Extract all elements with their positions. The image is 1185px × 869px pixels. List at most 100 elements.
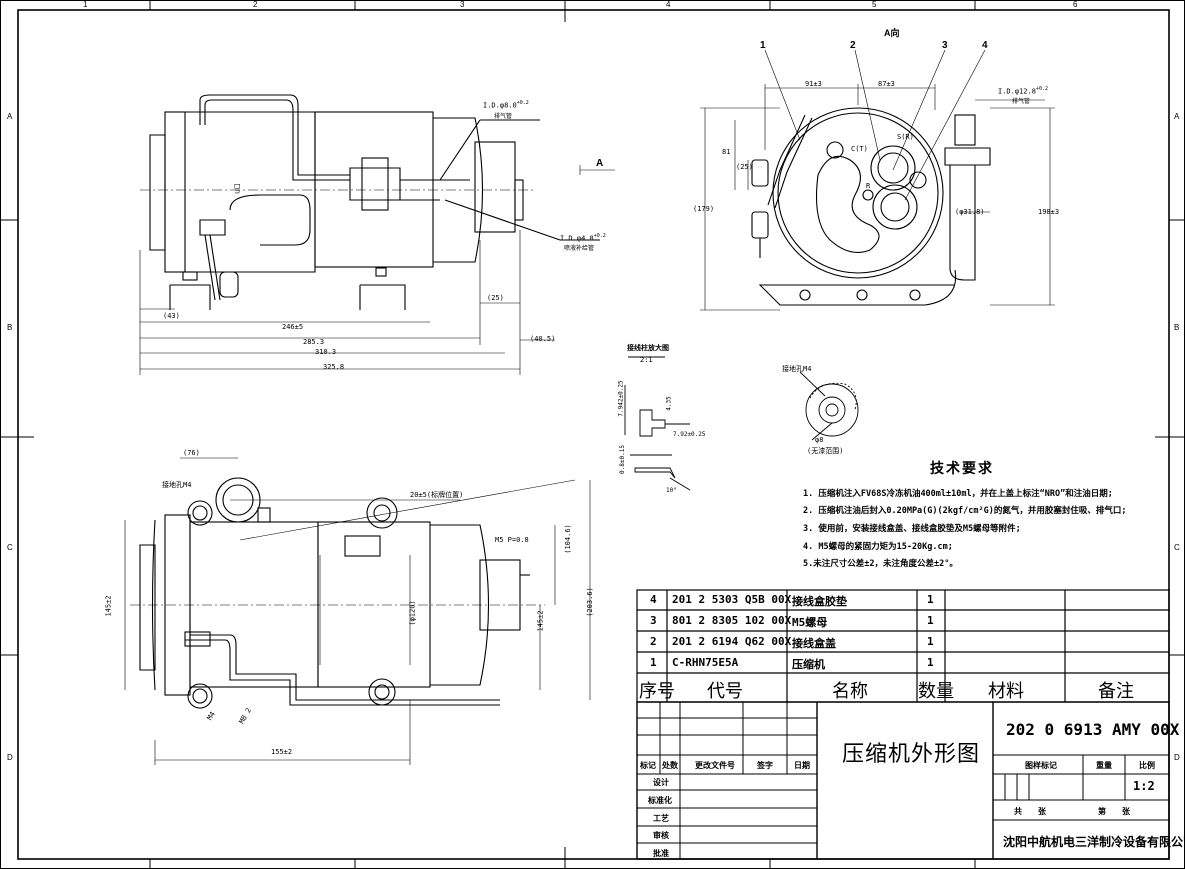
rev-sign: 签字 <box>757 761 773 770</box>
ground-detail-label: 接地孔M4 <box>782 365 812 373</box>
row-d-right: D <box>1174 753 1180 762</box>
dim-87: 87±3 <box>878 80 895 88</box>
terminal-r: R <box>866 182 871 190</box>
thread-m5: M5 P=0.8 <box>495 536 529 544</box>
role-approve: 批准 <box>653 849 669 858</box>
dim-246: 246±5 <box>282 323 304 331</box>
process-label: 喷液补给管 <box>564 245 595 252</box>
dim-145-right: 145±2 <box>536 610 545 632</box>
bom-no: 3 <box>650 614 657 627</box>
inner-border <box>17 9 1170 860</box>
bom-header-code: 代号 <box>707 681 743 702</box>
col-4: 4 <box>666 0 671 9</box>
bom-qty: 1 <box>927 614 934 627</box>
bom-qty: 1 <box>927 635 934 648</box>
dim-25: (25) <box>736 163 753 171</box>
nameplate-dim: 20±5(标牌位置) <box>410 491 464 499</box>
dim-198: 198±3 <box>1038 208 1060 216</box>
col-2: 2 <box>253 0 258 9</box>
tech-title: 技术要求 <box>930 461 994 477</box>
bom-no: 2 <box>650 635 657 648</box>
dim-phi31: (φ31.8) <box>955 208 985 216</box>
dim-155: 155±2 <box>271 748 293 756</box>
dim-91: 91±3 <box>805 80 822 88</box>
dim-285: 285.3 <box>303 338 325 346</box>
company-name: 沈阳中航机电三洋制冷设备有限公司 <box>1003 835 1185 849</box>
scale-value: 1:2 <box>1133 779 1155 793</box>
dim-203: (203.6) <box>585 587 594 617</box>
bom-name: 压缩机 <box>792 658 825 671</box>
td-dim-4: 0.8±0.15 <box>618 445 626 474</box>
tech-item-1: 1. 压缩机注入FV68S冷冻机油400ml±10ml，并在上盖上标注“NRO”… <box>803 489 1113 499</box>
ground-detail <box>799 371 859 441</box>
front-view <box>140 94 600 310</box>
tech-item-5: 5.未注尺寸公差±2，未注角度公差±2°。 <box>803 559 958 569</box>
stage-mark: 图样标记 <box>1025 761 1057 770</box>
a-view-title: A向 <box>884 28 900 38</box>
u-port-label: U口 <box>234 183 242 194</box>
dim-325: 325.8 <box>323 363 345 371</box>
ground-detail-range: (无漆范围) <box>807 447 844 455</box>
ground-hole-label: 接地孔M4 <box>162 481 192 489</box>
scale-label: 比例 <box>1139 761 1155 770</box>
role-standard: 标准化 <box>648 796 672 805</box>
col-5: 5 <box>872 0 877 9</box>
dim-76: (76) <box>183 449 200 457</box>
bom-no: 1 <box>650 656 657 669</box>
dim-179: (179) <box>693 205 715 213</box>
td-dim-5: 10° <box>666 487 677 494</box>
col-1: 1 <box>83 0 88 9</box>
bom-name: 接线盒胶垫 <box>792 595 847 608</box>
view-arrow-a: A <box>596 158 604 169</box>
bom-no: 4 <box>650 593 657 606</box>
title-block-grid <box>636 701 1170 860</box>
bom-code: 801 2 8305 102 00X <box>672 614 792 627</box>
part-3: 3 <box>942 40 948 51</box>
row-a-right: A <box>1174 112 1180 121</box>
role-design: 设计 <box>653 778 669 787</box>
role-process: 工艺 <box>653 814 669 823</box>
col-3: 3 <box>460 0 465 9</box>
rev-doc: 更改文件号 <box>695 761 735 770</box>
bom-header-name: 名称 <box>832 681 868 702</box>
bom-name: M5螺母 <box>792 616 828 629</box>
part-2: 2 <box>850 40 856 51</box>
dim-145-left: 145±2 <box>104 595 113 617</box>
bom-header-no: 序号 <box>639 681 675 702</box>
bom-qty: 1 <box>927 593 934 606</box>
ground-detail-phi: φ8 <box>815 436 824 444</box>
terminal-s: S(R) <box>897 133 914 141</box>
weight-label: 重量 <box>1096 761 1112 770</box>
front-dimensions <box>139 165 615 375</box>
sheet-number: 第 张 <box>1098 807 1130 816</box>
tech-item-4: 4. M5螺母的紧固力矩为15-20Kg.cm; <box>803 542 953 552</box>
part-1: 1 <box>760 40 766 51</box>
discharge-label: 排气管 <box>1012 98 1031 105</box>
top-view <box>124 457 591 765</box>
terminal-detail <box>624 356 691 491</box>
process-note: I.D.φ4.8+0.2 <box>560 233 606 243</box>
bom-name: 接线盒盖 <box>792 637 836 650</box>
bom-header-qty: 数量 <box>918 681 954 702</box>
part-4: 4 <box>982 40 988 51</box>
dim-phi120: (φ120) <box>408 600 417 626</box>
td-dim-2: 4.35 <box>665 396 673 411</box>
bom-qty: 1 <box>927 656 934 669</box>
row-b-left: B <box>7 323 13 332</box>
col-6: 6 <box>1073 0 1078 9</box>
rev-zone: 处数 <box>662 761 678 770</box>
row-d-left: D <box>7 753 13 762</box>
sheets-total: 共 张 <box>1014 807 1046 816</box>
terminal-c: C(T) <box>851 145 868 153</box>
dim-43: (43) <box>163 312 180 320</box>
bom-code: 201 2 5303 Q5B 00X <box>672 593 792 606</box>
bom-header-remark: 备注 <box>1098 681 1134 702</box>
td-dim-3: 7.92±0.25 <box>673 431 706 438</box>
bom-code: 201 2 6194 Q62 00X <box>672 635 792 648</box>
row-c-right: C <box>1174 543 1180 552</box>
row-c-left: C <box>7 543 13 552</box>
row-b-right: B <box>1174 323 1180 332</box>
role-review: 审核 <box>653 831 669 840</box>
